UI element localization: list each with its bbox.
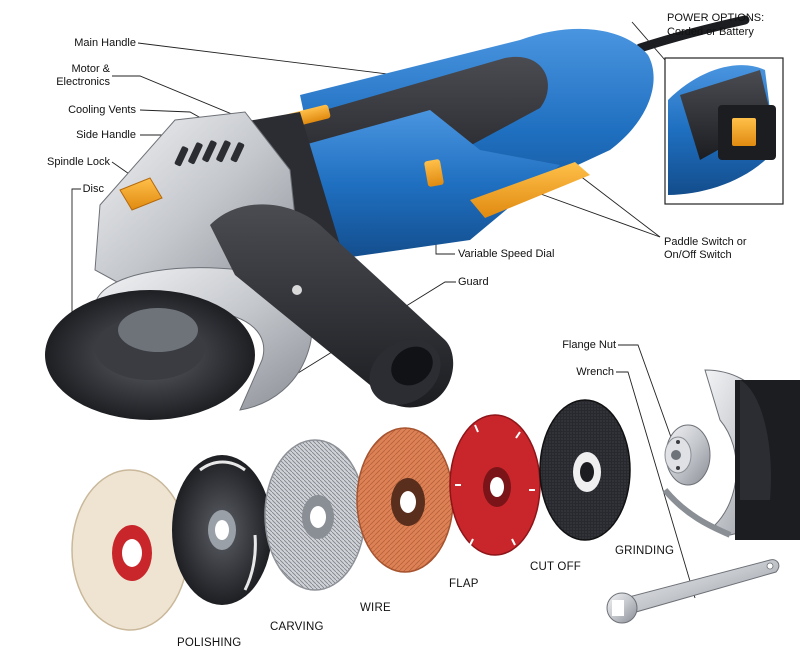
label-paddle-line2: On/Off Switch bbox=[664, 249, 732, 261]
power-cord bbox=[635, 15, 750, 53]
label-cooling-vents: Cooling Vents bbox=[68, 104, 136, 116]
disc-carving bbox=[172, 455, 272, 605]
paddle-switch bbox=[470, 162, 590, 218]
cooling-vents bbox=[174, 140, 245, 167]
disc-flap bbox=[356, 427, 454, 573]
side-handle bbox=[210, 204, 454, 408]
label-motor-line1: Motor & bbox=[71, 63, 110, 75]
label-disc: Disc bbox=[82, 183, 104, 195]
leader-flange-nut bbox=[618, 344, 673, 441]
variable-speed-dial bbox=[424, 159, 444, 187]
wrench bbox=[606, 559, 780, 624]
disc-cut-off bbox=[449, 414, 541, 556]
inset-title-line1: POWER OPTIONS: bbox=[667, 12, 765, 24]
label-side-handle: Side Handle bbox=[76, 129, 136, 141]
label-spindle-lock: Spindle Lock bbox=[47, 156, 110, 168]
inset-title-line2: Corded or Battery bbox=[667, 26, 754, 38]
label-polishing: POLISHING bbox=[177, 637, 242, 649]
label-paddle-line1: Paddle Switch or bbox=[664, 236, 747, 248]
label-guard: Guard bbox=[458, 276, 489, 288]
label-variable-speed-dial: Variable Speed Dial bbox=[458, 248, 555, 260]
label-wire: WIRE bbox=[360, 602, 391, 614]
leader-paddle-2 bbox=[574, 171, 661, 238]
label-main-handle: Main Handle bbox=[74, 37, 136, 49]
accessory-discs bbox=[71, 399, 631, 631]
spindle-lock bbox=[119, 177, 163, 211]
power-options-inset bbox=[664, 57, 784, 205]
leader-wrench bbox=[616, 371, 696, 599]
label-wrench: Wrench bbox=[576, 366, 614, 378]
spindle-closeup bbox=[662, 369, 800, 540]
label-cut-off: CUT OFF bbox=[530, 561, 582, 573]
disc-polishing bbox=[71, 469, 189, 631]
label-carving: CARVING bbox=[270, 621, 324, 633]
disc-wire bbox=[264, 439, 366, 591]
label-flap: FLAP bbox=[449, 578, 479, 590]
grinder-illustration bbox=[45, 15, 750, 420]
leader-disc bbox=[71, 188, 81, 315]
disc-grinding bbox=[539, 399, 631, 541]
label-flange-nut: Flange Nut bbox=[562, 339, 616, 351]
label-motor-line2: Electronics bbox=[56, 76, 110, 88]
label-grinding: GRINDING bbox=[615, 545, 675, 557]
